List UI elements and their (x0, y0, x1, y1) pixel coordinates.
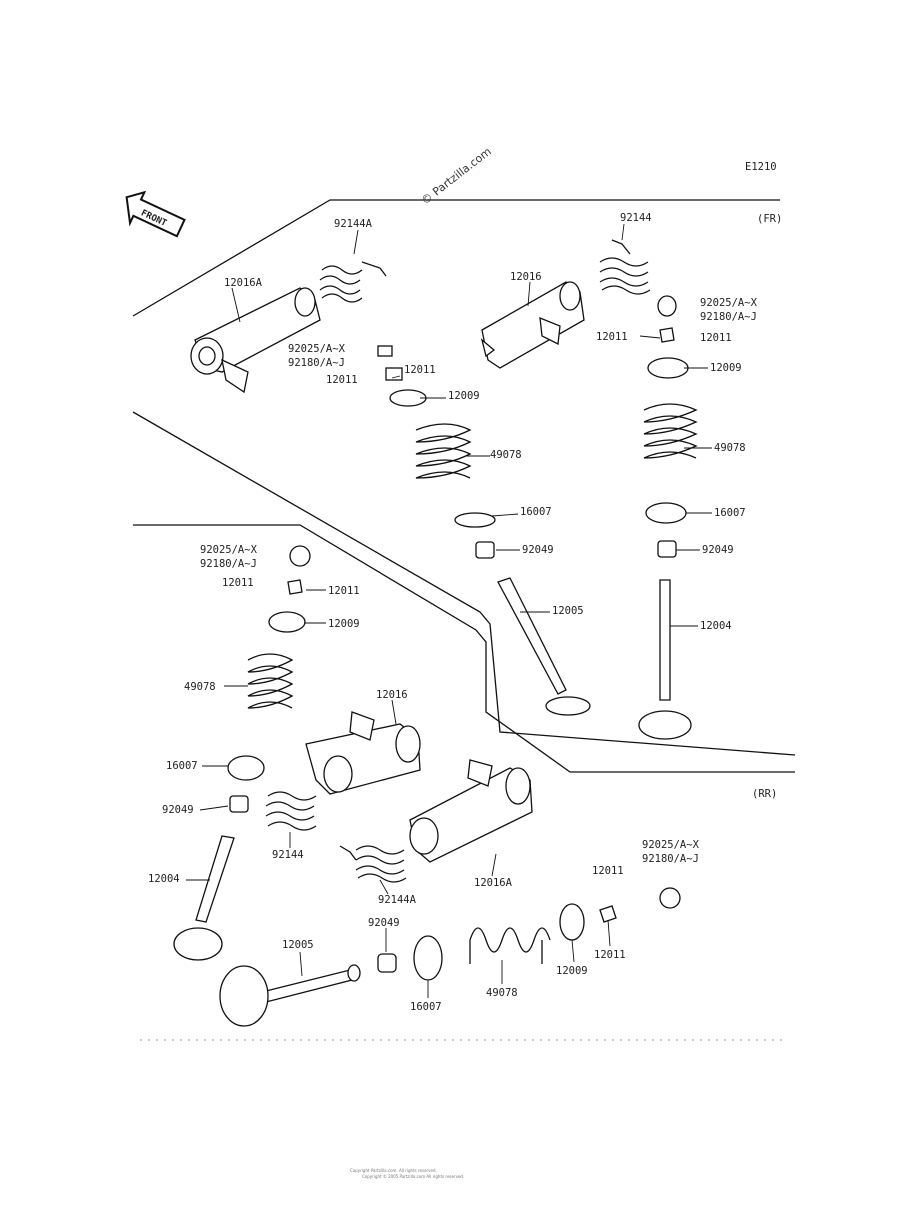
rr-spring-92144A (339, 845, 407, 883)
part-label: 92049 (522, 544, 554, 556)
footer-line-2: Copyright © 2005 Partzilla.com All right… (362, 1174, 464, 1179)
part-label: 49078 (486, 987, 518, 999)
part-label: 16007 (520, 506, 552, 518)
leader-lines (186, 223, 712, 998)
part-label: 12005 (552, 605, 584, 617)
part-label: 49078 (184, 681, 216, 693)
rr-collet-bottom (599, 905, 617, 923)
part-label: 92180/A~J (642, 853, 699, 865)
fr-right-valve-spring (643, 403, 698, 459)
section-dividers (132, 199, 796, 1041)
fr-right-seal (657, 540, 677, 558)
part-label: 12004 (148, 873, 180, 885)
part-label: 12009 (328, 618, 360, 630)
fr-right-valve-12004 (638, 579, 692, 740)
part-label: 12011 (594, 949, 626, 961)
part-label: 12016A (474, 877, 513, 889)
rr-left-seal (229, 795, 249, 813)
part-label: 92144 (620, 212, 652, 224)
rr-left-valve-12004 (173, 835, 235, 961)
front-arrow-icon: FRONT (125, 190, 186, 238)
part-label: 12011 (328, 585, 360, 597)
rr-valve-spring-bottom (469, 927, 551, 964)
part-label: 12016A (224, 277, 263, 289)
fr-left-collet-top (377, 345, 393, 357)
rr-left-seat (227, 755, 265, 781)
fr-left-collet (385, 367, 403, 381)
part-label: 92025/A~X (200, 544, 258, 556)
part-label: 92180/A~J (200, 558, 257, 570)
part-label: 12011 (700, 332, 732, 344)
rr-left-valve-spring (247, 653, 294, 709)
part-label: 49078 (490, 449, 522, 461)
fr-right-seat (645, 502, 687, 524)
fr-right-rocker-arm (480, 281, 585, 369)
diagram-code: E1210 (745, 161, 777, 173)
watermark: © Partzilla.com (419, 145, 494, 208)
fr-right-collet (659, 327, 675, 343)
part-label: 92144 (272, 849, 304, 861)
fr-right-spring-92144 (599, 239, 651, 295)
fr-left-seat (454, 512, 496, 528)
part-label: 12011 (404, 364, 436, 376)
part-label: 92025/A~X (642, 839, 700, 851)
part-label: 16007 (166, 760, 198, 772)
footer-line-1: Copyright Partzilla.com. All rights rese… (350, 1168, 437, 1173)
part-label: 16007 (410, 1001, 442, 1013)
part-label: 92049 (162, 804, 194, 816)
part-label: 92049 (368, 917, 400, 929)
part-label: 12011 (596, 331, 628, 343)
part-label: 12011 (326, 374, 358, 386)
part-label: 12009 (556, 965, 588, 977)
rr-collet-top-bottom (659, 887, 681, 909)
rr-seat-bottom (413, 935, 443, 981)
part-label: 92180/A~J (288, 357, 345, 369)
rr-seal-bottom (377, 953, 397, 973)
part-label: 12016 (510, 271, 542, 283)
part-label: 12009 (710, 362, 742, 374)
fr-left-valve-spring (415, 423, 472, 479)
part-label: 12009 (448, 390, 480, 402)
section-fr-label: (FR) (757, 213, 782, 225)
rr-valve-12005 (219, 964, 361, 1027)
part-label: 49078 (714, 442, 746, 454)
rr-rocker-arm-12016A (409, 759, 533, 863)
part-label: 92144A (378, 894, 417, 906)
part-label: 92025/A~X (700, 297, 758, 309)
part-label: 92049 (702, 544, 734, 556)
part-label: 92144A (334, 218, 373, 230)
fr-left-rocker-arm (190, 287, 321, 394)
rr-left-collet-top (289, 545, 311, 567)
section-rr-label: (RR) (752, 788, 777, 800)
part-label: 12004 (700, 620, 732, 632)
part-labels: 12016A 92144A 92025/A~X 92180/A~J 12011 … (148, 212, 758, 1013)
part-label: 92180/A~J (700, 311, 757, 323)
part-label: 12011 (592, 865, 624, 877)
fr-left-seal (475, 541, 495, 559)
fr-left-spring-92144A (319, 261, 387, 303)
rr-retainer-bottom (559, 903, 585, 941)
rr-left-retainer (268, 611, 306, 633)
fr-right-collet-top (657, 295, 677, 317)
part-label: 92025/A~X (288, 343, 346, 355)
part-label: 12016 (376, 689, 408, 701)
rr-rocker-arm-12016 (305, 711, 421, 795)
rr-left-collet (287, 579, 303, 595)
part-label: 12005 (282, 939, 314, 951)
fr-left-valve-12005 (497, 577, 591, 716)
part-label: 16007 (714, 507, 746, 519)
rr-spring-92144 (265, 791, 317, 831)
fr-right-retainer (647, 357, 689, 379)
part-label: 12011 (222, 577, 254, 589)
